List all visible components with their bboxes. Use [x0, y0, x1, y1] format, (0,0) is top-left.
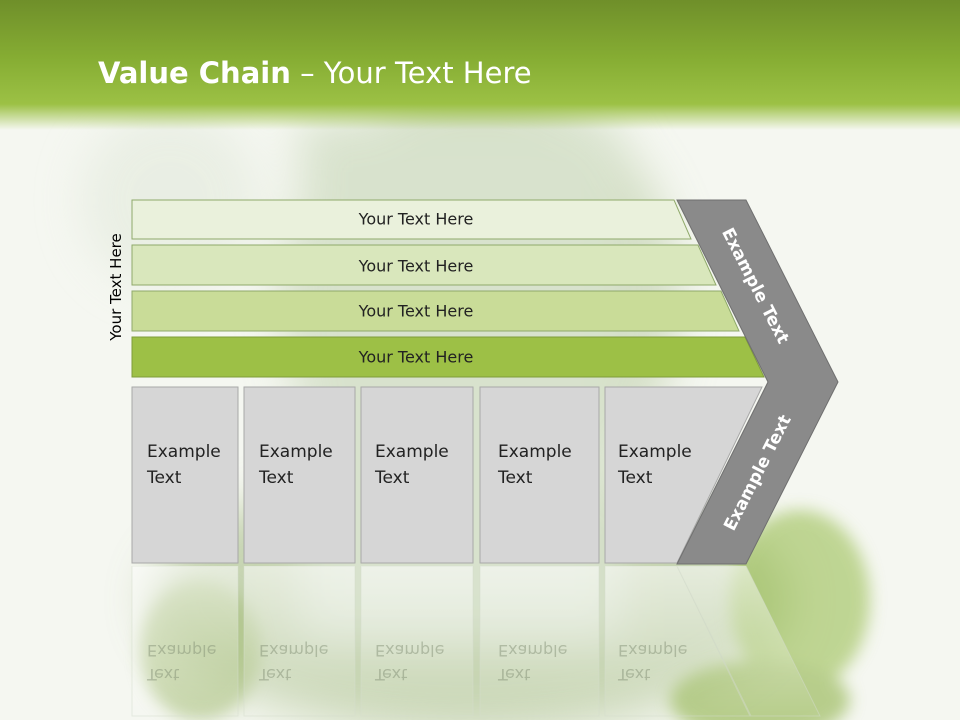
primary-box-1-line2: Text — [147, 468, 182, 488]
primary-box-4-line2: Text — [498, 468, 533, 488]
title-bar — [0, 0, 960, 130]
support-row-4[interactable] — [131, 336, 765, 378]
primary-box-3[interactable] — [360, 386, 474, 564]
primary-box-5-line1: Example — [618, 442, 692, 462]
primary-box-1[interactable] — [131, 386, 239, 564]
primary-box-2-line1: Example — [259, 442, 333, 462]
primary-box-3-line1: Example — [375, 442, 449, 462]
slide-title: Value Chain – Your Text Here — [98, 56, 532, 90]
primary-box-4-line1: Example — [498, 442, 572, 462]
margin-chevron[interactable] — [676, 199, 839, 565]
primary-box-3-line2: Text — [375, 468, 410, 488]
title-rest: – Your Text Here — [290, 56, 532, 90]
primary-box-1-line1: Example — [147, 442, 221, 462]
support-row-4-label: Your Text Here — [358, 347, 474, 367]
support-row-1-label: Your Text Here — [358, 209, 474, 229]
support-row-2[interactable] — [131, 244, 717, 286]
support-row-1[interactable] — [131, 199, 692, 240]
primary-box-2[interactable] — [243, 386, 356, 564]
title-bold: Value Chain — [98, 56, 291, 90]
primary-box-4[interactable] — [479, 386, 600, 564]
support-row-3-label: Your Text Here — [358, 301, 474, 321]
support-row-3[interactable] — [131, 290, 740, 332]
primary-box-2-line2: Text — [259, 468, 294, 488]
primary-box-5-line2: Text — [618, 468, 653, 488]
support-row-2-label: Your Text Here — [358, 256, 474, 276]
